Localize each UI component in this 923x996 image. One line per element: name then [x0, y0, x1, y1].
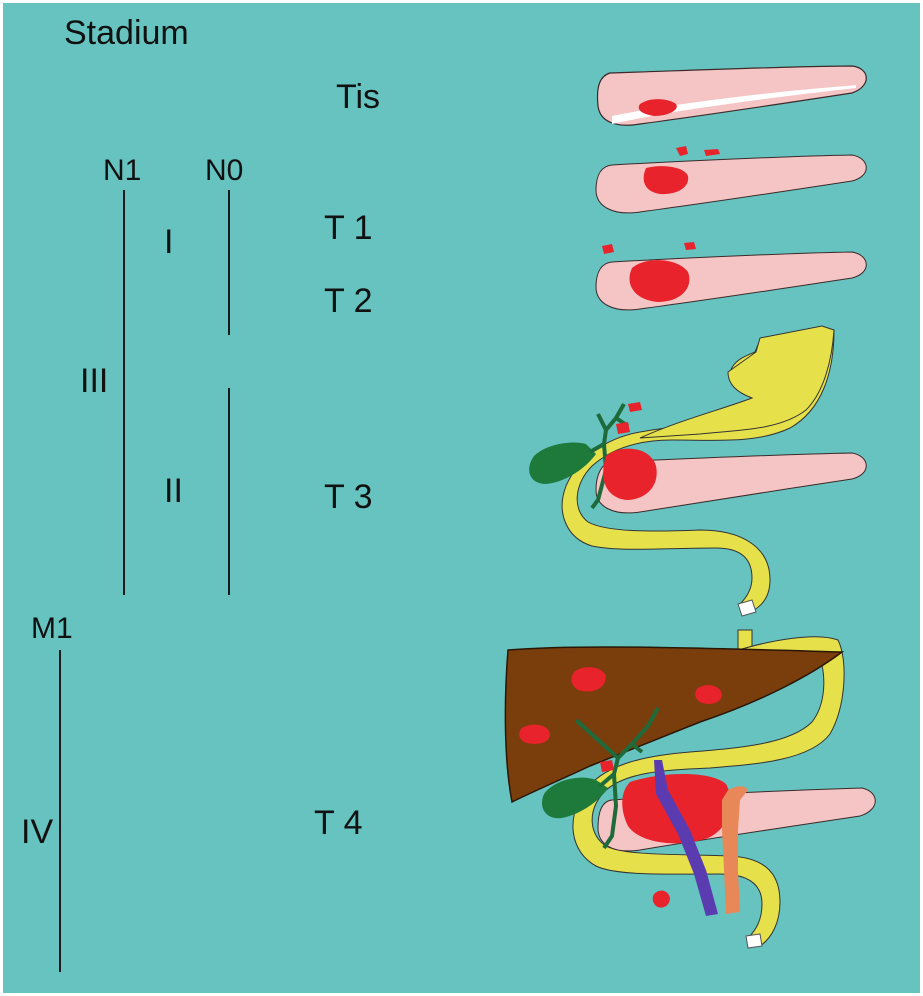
lymph-node-t2b — [684, 242, 696, 250]
duodenum-t4-end — [746, 934, 762, 948]
lymph-node-t1a — [676, 146, 688, 156]
lymph-node-t1b — [704, 149, 720, 156]
pancreas-t1-illustration — [596, 146, 866, 213]
lymph-node-t3a — [628, 402, 642, 412]
liver-metastasis-c — [519, 725, 550, 744]
gallbladder-t3 — [529, 443, 596, 485]
duodenum-t3-end — [738, 600, 756, 616]
lymph-node-t4b — [653, 891, 670, 908]
duodenum-t3-upper — [640, 326, 834, 438]
lymph-node-t4a — [600, 760, 614, 772]
pancreas-t4-illustration — [505, 630, 875, 948]
pancreas-t1 — [596, 155, 866, 213]
lymph-node-t3b — [616, 422, 630, 434]
pancreas-tis-illustration — [598, 66, 867, 125]
pancreas-t3-illustration — [529, 326, 866, 616]
lymph-node-t2a — [602, 244, 614, 254]
pancreas-t2-illustration — [596, 242, 866, 310]
